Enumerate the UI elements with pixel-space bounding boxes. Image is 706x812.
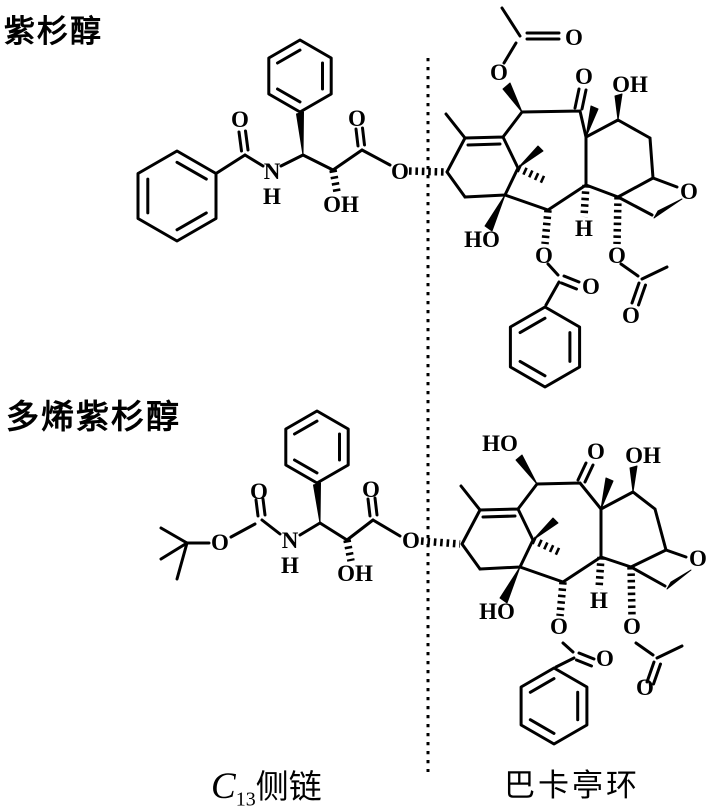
atom-label-O: O: [402, 528, 420, 553]
atom-label-H: H: [263, 184, 281, 209]
atom-label-H: H: [281, 553, 299, 578]
atom-label-O: O: [535, 243, 553, 268]
atom-label-O: O: [490, 60, 508, 85]
baccatin-ring-label: 巴卡亭环: [504, 768, 640, 803]
atom-label-O: O: [231, 107, 249, 132]
atom-label-O: O: [622, 303, 640, 328]
atom-label-H: H: [590, 588, 608, 613]
atom-label-O: O: [623, 614, 641, 639]
atom-label-O: O: [211, 530, 229, 555]
paclitaxel-title: 紫杉醇: [4, 14, 103, 49]
atom-label-O: O: [582, 274, 600, 299]
atom-label-O: O: [587, 439, 605, 464]
atom-label-OH: OH: [612, 72, 648, 97]
atom-label-HO: HO: [482, 431, 518, 456]
atom-label-OH: OH: [625, 443, 661, 468]
atom-label-O: O: [250, 479, 268, 504]
atom-label-HO: HO: [479, 599, 515, 624]
atom-label-O: O: [596, 646, 614, 671]
atom-label-O: O: [636, 675, 654, 700]
docetaxel-title: 多烯紫杉醇: [6, 398, 181, 435]
side-chain-suffix: 侧链: [255, 770, 322, 806]
atom-label-HO: HO: [464, 227, 500, 252]
atom-label-O: O: [575, 64, 593, 89]
atom-label-O: O: [348, 106, 366, 131]
atom-label-O: O: [608, 243, 626, 268]
atom-label-N: N: [282, 528, 299, 553]
atom-label-O: O: [680, 179, 698, 204]
atom-label-O: O: [689, 546, 706, 571]
side-chain-label: C13侧链: [211, 760, 322, 812]
paclitaxel-bonds: [136, 6, 683, 389]
atom-label-OH: OH: [337, 561, 373, 586]
atom-label-H: H: [575, 216, 593, 241]
atom-label-O: O: [565, 25, 583, 50]
atom-label-O: O: [362, 477, 380, 502]
atom-label-O: O: [391, 159, 409, 184]
atom-label-OH: OH: [323, 192, 359, 217]
docetaxel-bonds: [159, 409, 692, 746]
atom-label-O: O: [550, 614, 568, 639]
side-chain-symbol: C: [211, 766, 236, 807]
atom-label-N: N: [264, 159, 281, 184]
